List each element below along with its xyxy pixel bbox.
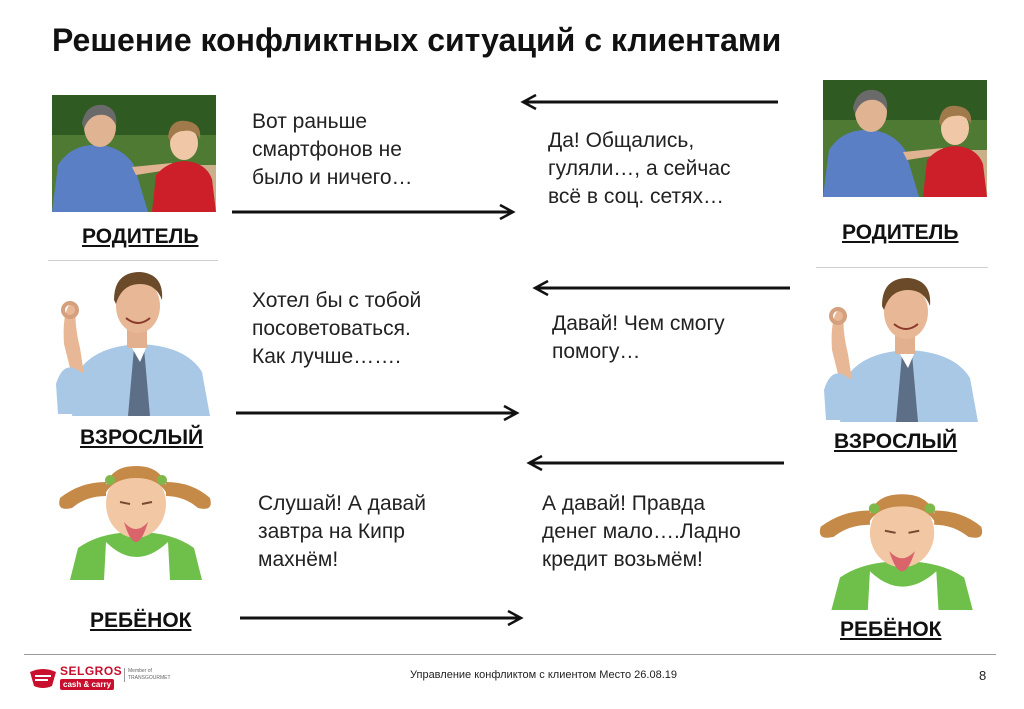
footer-divider bbox=[24, 654, 996, 655]
role-label-child-right: РЕБЁНОК bbox=[840, 618, 942, 641]
message-line: гуляли…, а сейчас bbox=[548, 157, 731, 180]
message-line: кредит возьмём! bbox=[542, 546, 774, 574]
message-line-text: денег мало….Ладно bbox=[542, 520, 741, 543]
arrow-right-icon bbox=[236, 404, 520, 422]
message-line: смартфонов не bbox=[252, 138, 402, 161]
message-line: денег мало….Ладно bbox=[542, 518, 774, 546]
photo-adult-left bbox=[54, 264, 214, 416]
photo-child-left bbox=[50, 452, 220, 580]
message-line-text: А давай! Правда bbox=[542, 492, 706, 515]
role-label-child-left: РЕБЁНОК bbox=[90, 609, 192, 632]
message-line: А давай! Правда bbox=[542, 490, 774, 518]
arrow-right-icon bbox=[240, 609, 524, 627]
message-left-2: Хотел бы с тобой посоветоваться. Как луч… bbox=[252, 287, 421, 371]
message-line: было и ничего… bbox=[252, 166, 413, 189]
divider bbox=[816, 267, 988, 268]
message-right-2: Давай! Чем смогу помогу… bbox=[552, 310, 725, 366]
role-label-parent-left: РОДИТЕЛЬ bbox=[82, 225, 199, 248]
photo-child-right bbox=[810, 480, 992, 610]
message-line: помогу… bbox=[552, 340, 641, 363]
message-line: Слушай! А давай bbox=[258, 492, 426, 515]
photo-adult-right bbox=[822, 270, 982, 422]
photo-parent-left bbox=[52, 95, 216, 212]
message-line: Как лучше……. bbox=[252, 345, 401, 368]
message-right-3: А давай! Правда денег мало….Ладно кредит… bbox=[542, 490, 774, 574]
page-title: Решение конфликтных ситуаций с клиентами bbox=[52, 22, 782, 58]
logo-tagline: cash & carry bbox=[60, 679, 115, 690]
role-label-parent-right: РОДИТЕЛЬ bbox=[842, 221, 959, 244]
selgros-logo: SELGROS cash & carry Member of TRANSGOUR… bbox=[28, 664, 178, 694]
message-left-3: Слушай! А давай завтра на Кипр махнём! bbox=[258, 490, 426, 574]
photo-parent-right bbox=[823, 80, 987, 197]
logo-name: SELGROS bbox=[60, 664, 123, 678]
role-label-adult-left: ВЗРОСЛЫЙ bbox=[80, 426, 204, 449]
message-line: завтра на Кипр bbox=[258, 520, 405, 543]
message-line: всё в соц. сетях… bbox=[548, 185, 725, 208]
message-line: Давай! Чем смогу bbox=[552, 312, 725, 335]
message-line: Вот раньше bbox=[252, 110, 368, 133]
logo-member: Member of TRANSGOURMET bbox=[124, 668, 171, 682]
divider bbox=[48, 260, 218, 261]
message-line: посоветоваться. bbox=[252, 317, 411, 340]
arrow-left-icon bbox=[532, 279, 790, 297]
logo-member-line: TRANSGOURMET bbox=[128, 675, 171, 681]
logo-member-line: Member of bbox=[128, 668, 152, 674]
role-label-adult-right: ВЗРОСЛЫЙ bbox=[834, 430, 958, 453]
message-left-1: Вот раньше смартфонов не было и ничего… bbox=[252, 108, 413, 192]
selgros-logo-icon bbox=[30, 669, 56, 688]
message-line: Хотел бы с тобой bbox=[252, 289, 422, 312]
arrow-left-icon bbox=[526, 454, 784, 472]
page-number: 8 bbox=[979, 668, 987, 683]
message-right-1: Да! Общались, гуляли…, а сейчас всё в со… bbox=[548, 127, 731, 211]
footer-text: Управление конфликтом с клиентом Место 2… bbox=[410, 669, 678, 681]
message-line-text: кредит возьмём! bbox=[542, 548, 703, 571]
message-line: Да! Общались, bbox=[548, 129, 695, 152]
arrow-right-icon bbox=[232, 203, 516, 221]
message-line: махнём! bbox=[258, 548, 339, 571]
arrow-left-icon bbox=[520, 93, 778, 111]
